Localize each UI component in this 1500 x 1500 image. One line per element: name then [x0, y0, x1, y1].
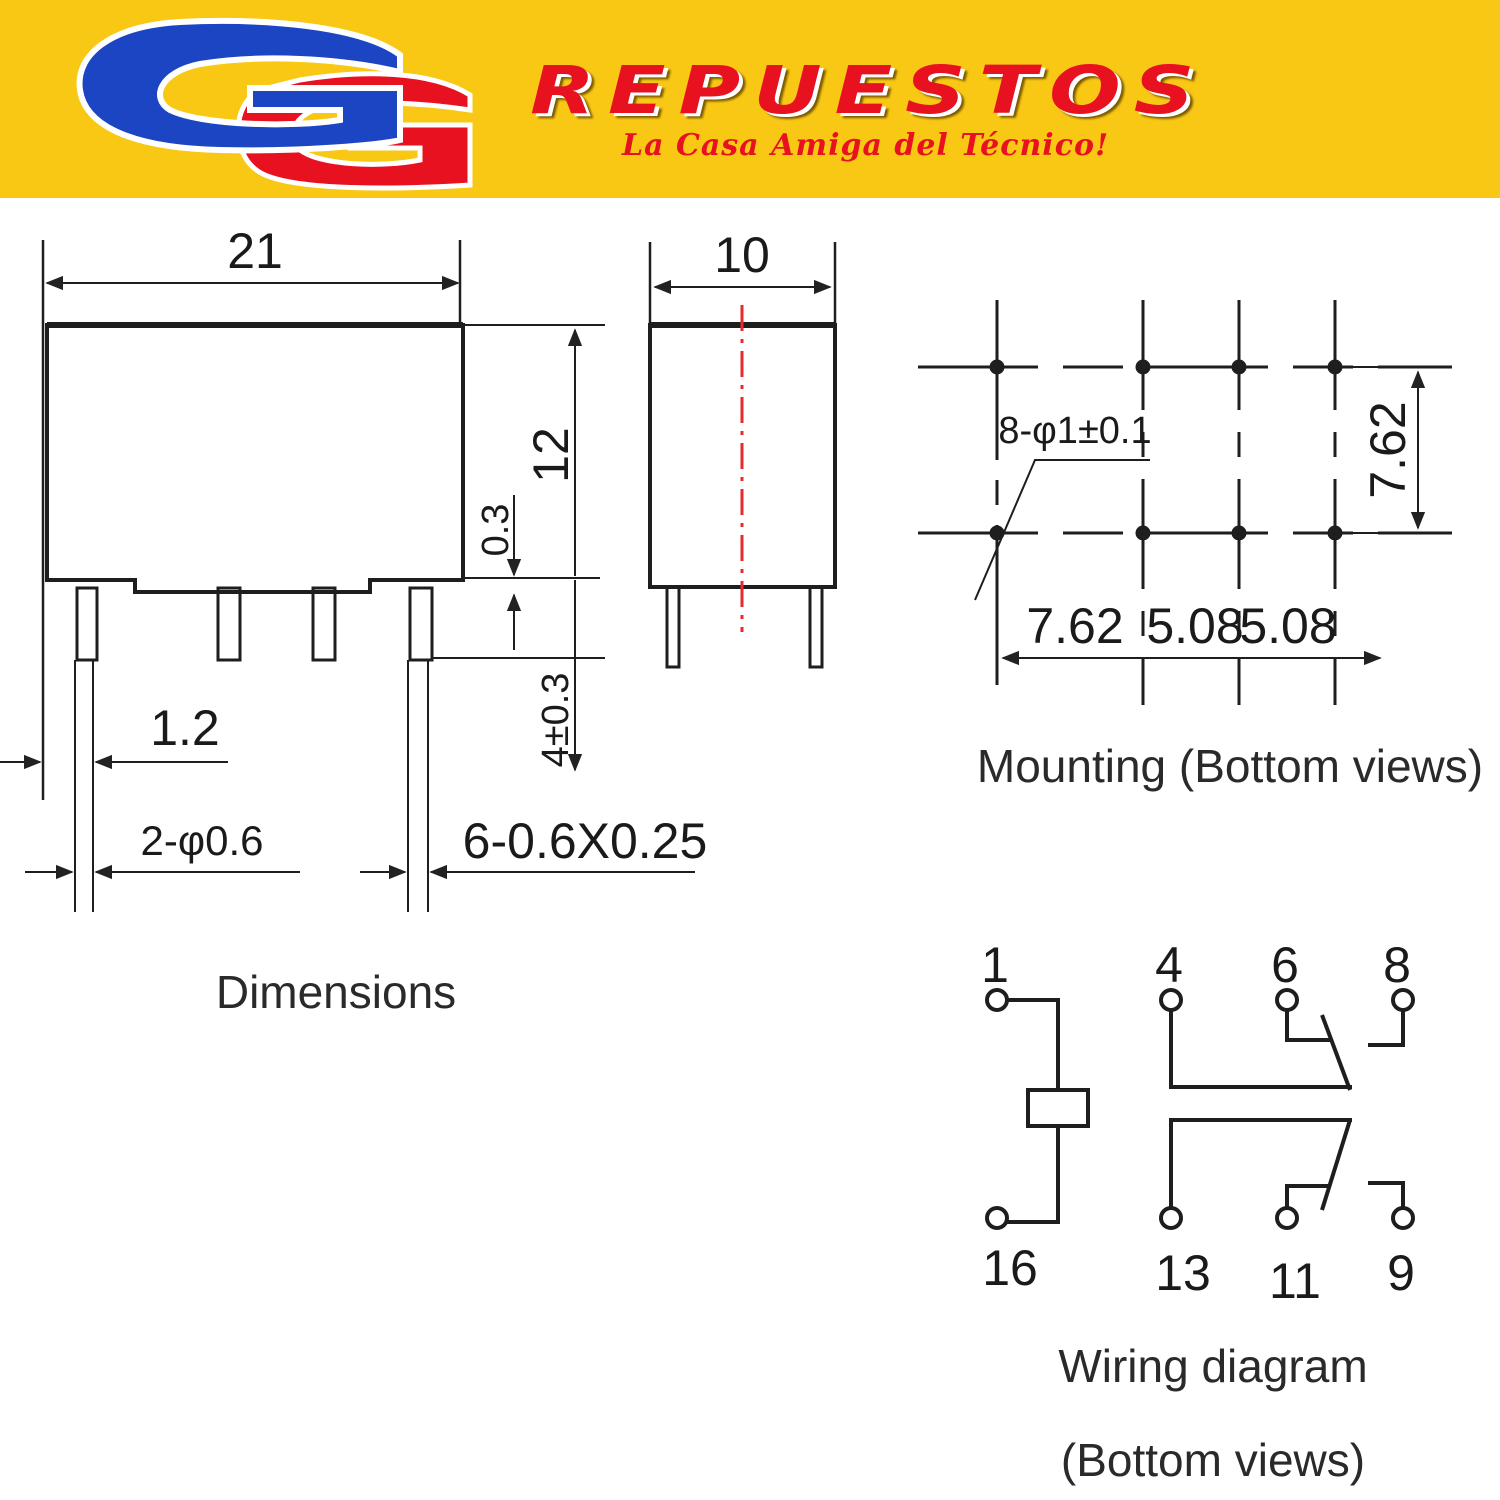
- height-dimension: 12: [523, 427, 579, 483]
- pin-13-label: 13: [1155, 1245, 1211, 1301]
- front-view: [0, 240, 695, 912]
- depth-dimension: 10: [714, 227, 770, 283]
- width-dimension: 21: [227, 223, 283, 279]
- wiring-caption-line2: (Bottom views): [1061, 1434, 1365, 1486]
- brand-name: REPUESTOS: [530, 52, 1208, 129]
- standoff-dimension: 0.3: [475, 504, 517, 557]
- flat-pins-label: 6-0.6X0.25: [463, 813, 708, 869]
- mounting-view: [918, 300, 1452, 705]
- pin-16-label: 16: [982, 1240, 1038, 1296]
- pin-11-label: 11: [1269, 1253, 1321, 1309]
- col-spacing-3: 5.08: [1239, 598, 1336, 654]
- side-view: [648, 242, 837, 669]
- pin-1-label: 1: [981, 937, 1009, 993]
- pin-offset-dimension: 1.2: [150, 700, 220, 756]
- pin-6-label: 6: [1271, 937, 1299, 993]
- holes-label: 8-φ1±0.1: [998, 410, 1151, 452]
- pin-length-dimension: 4±0.3: [535, 673, 577, 768]
- header-banner: GG REPUESTOS La Casa Amiga del Técnico!: [0, 0, 1500, 198]
- dimensions-caption: Dimensions: [216, 966, 456, 1018]
- pin-9-label: 9: [1387, 1245, 1415, 1301]
- mounting-caption: Mounting (Bottom views): [977, 740, 1483, 792]
- pin-4-label: 4: [1155, 937, 1183, 993]
- pin-8-label: 8: [1383, 937, 1411, 993]
- wiring-caption-line1: Wiring diagram: [1058, 1340, 1367, 1392]
- relay-drawing: 21 12 0.3 4±0.3 1.2 2-φ0.6 6-0.6X0.25 Di…: [0, 223, 1483, 1486]
- brand-tagline: La Casa Amiga del Técnico!: [622, 128, 1110, 163]
- wiring-view: [985, 988, 1415, 1230]
- col-spacing-1: 7.62: [1026, 598, 1123, 654]
- gg-logo: GG: [76, 17, 473, 191]
- col-spacing-2: 5.08: [1146, 598, 1243, 654]
- row-spacing-dimension: 7.62: [1360, 401, 1416, 498]
- round-pins-label: 2-φ0.6: [141, 817, 264, 864]
